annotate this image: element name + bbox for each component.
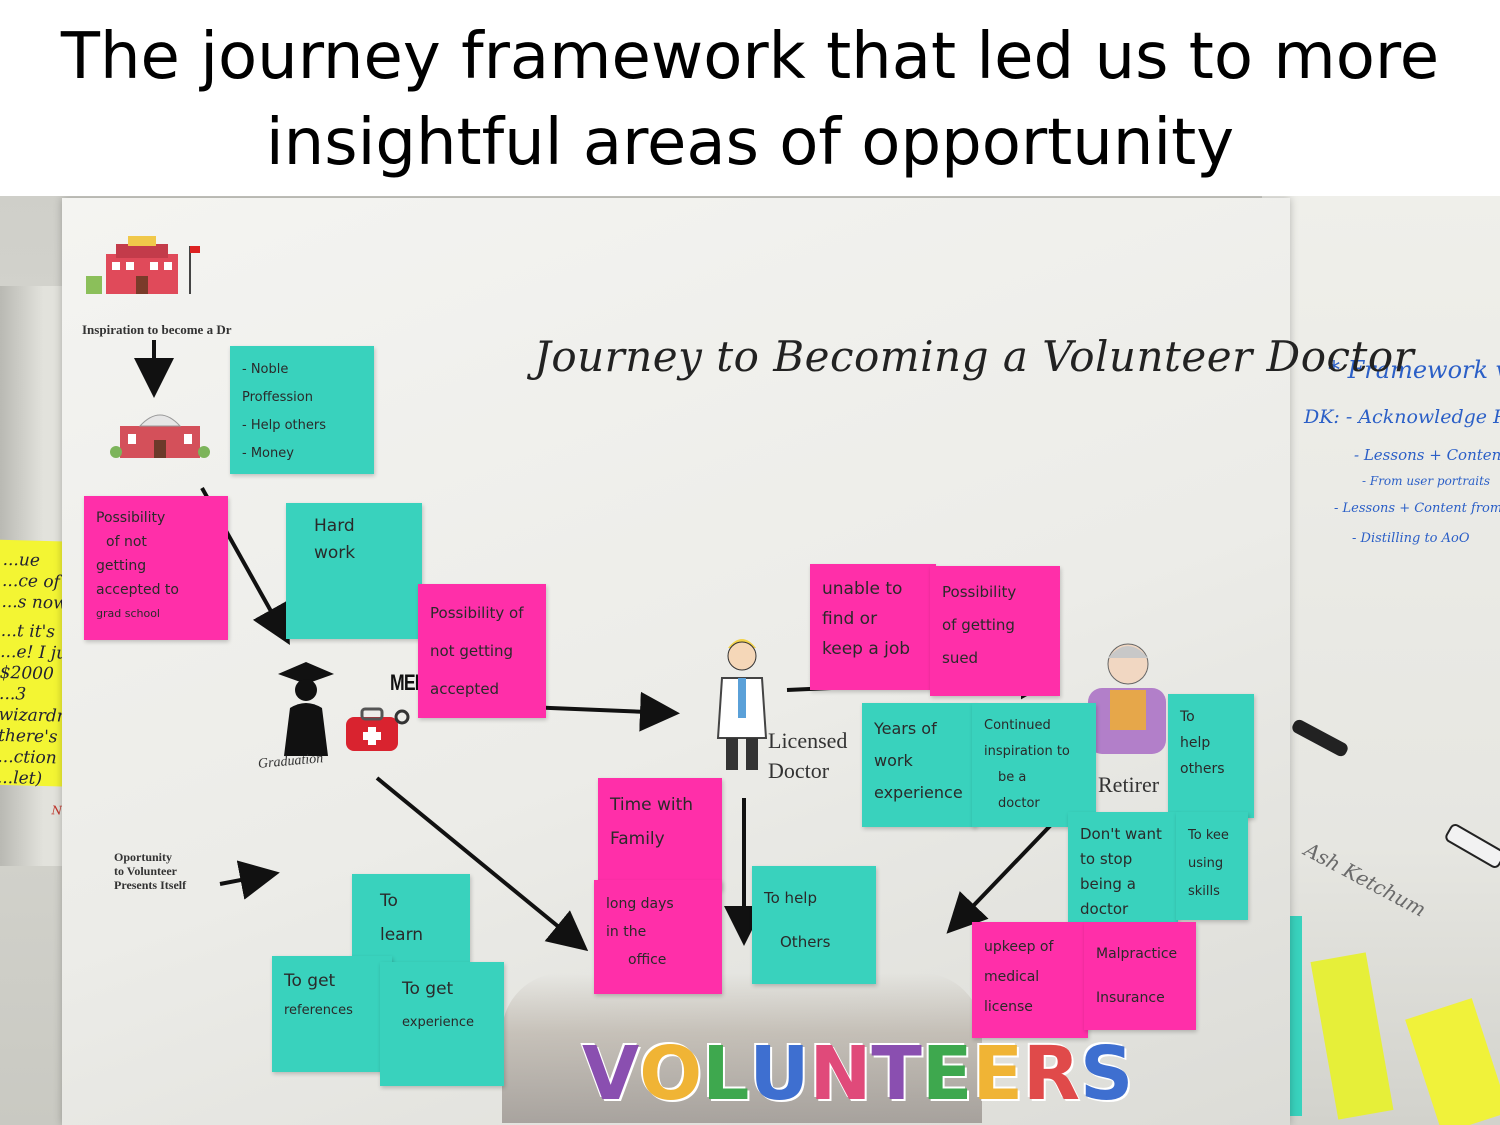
sticky-note: Possibility of not getting accepted xyxy=(418,584,546,718)
wb-line: * Framework vs. insi xyxy=(1328,356,1500,384)
title-line-2: insightful areas of opportunity xyxy=(265,106,1235,180)
opportunity-label: Oportunity to Volunteer Presents Itself xyxy=(114,850,187,892)
sticky-note: upkeep of medical license xyxy=(972,922,1088,1038)
college-icon xyxy=(110,402,210,462)
wb-line: - From user portraits xyxy=(1362,474,1491,488)
wb-line: DK: - Acknowledge Phase Shi xyxy=(1304,406,1500,428)
whiteboard: * Framework vs. insi DK: - Acknowledge P… xyxy=(1242,196,1500,1125)
journey-poster: Inspiration to become a Dr Journey to Be… xyxy=(62,198,1414,1125)
sticky-note: To get experience xyxy=(380,962,504,1086)
wb-name: Ash Ketchum xyxy=(1300,837,1431,922)
sticky-note: long days in the office xyxy=(594,880,722,994)
photo: ...ue ...ce of ...s now ...t it's ...e! … xyxy=(0,196,1500,1125)
whiteboard-note xyxy=(1310,952,1394,1120)
retired-label: Retirer xyxy=(1098,772,1160,797)
arrow-grad-to-volunteers xyxy=(375,776,589,952)
poster-title: Journey to Becoming a Volunteer Doctor xyxy=(534,332,1415,381)
whiteboard-note xyxy=(1405,998,1500,1125)
sticky-note: Time with Family xyxy=(598,778,722,890)
licensed-doctor-label: Licensed Doctor xyxy=(768,728,848,783)
volunteers-crowd xyxy=(502,973,982,1123)
sticky-note: unable to find or keep a job xyxy=(810,564,936,690)
sticky-note: Years of work experience xyxy=(862,703,976,827)
sticky-note: Malpractice Insurance xyxy=(1084,922,1196,1030)
marker-icon xyxy=(1290,717,1350,759)
sticky-note: To kee using skills xyxy=(1176,812,1248,920)
sticky-note: Continued inspiration to be a doctor xyxy=(972,703,1096,827)
title-line-1: The journey framework that led us to mor… xyxy=(60,20,1440,94)
wb-line: - Lessons + Content from Word-Ma xyxy=(1334,501,1500,516)
arrow-opportunity xyxy=(219,860,280,900)
marker-icon xyxy=(1443,821,1500,871)
retiree-icon xyxy=(1082,628,1172,758)
slide-title: The journey framework that led us to mor… xyxy=(0,14,1500,186)
wb-line: - Lessons + Content From User xyxy=(1354,446,1500,464)
sticky-note: Hard work xyxy=(286,503,422,639)
school-icon xyxy=(84,236,204,300)
sticky-note: Possibility of not getting accepted to g… xyxy=(84,496,228,640)
medical-bag-icon xyxy=(340,703,410,755)
sticky-note: To help Others xyxy=(752,866,876,984)
doctor-icon xyxy=(712,628,772,778)
inspiration-label: Inspiration to become a Dr xyxy=(82,322,232,337)
sticky-note: To help others xyxy=(1168,694,1254,818)
wb-line: - Distilling to AoO xyxy=(1352,531,1470,546)
sticky-note: Don't want to stop being a doctor xyxy=(1068,812,1178,924)
sticky-note: Possibility of getting sued xyxy=(930,566,1060,696)
graduate-icon xyxy=(270,660,340,756)
volunteers-banner: VOLUNTEERS xyxy=(582,1031,1134,1117)
sticky-note: To get references xyxy=(272,956,392,1072)
sticky-note: - Noble Proffession - Help others - Mone… xyxy=(230,346,374,474)
